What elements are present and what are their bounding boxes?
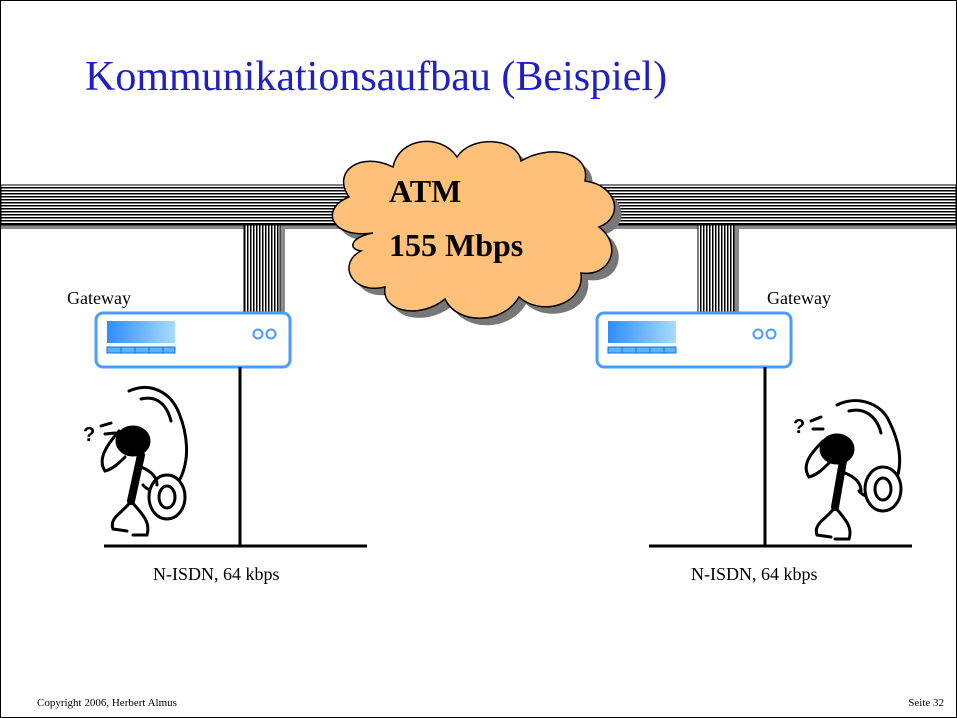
gateway-left-uplink bbox=[243, 224, 285, 319]
gateway-right-uplink bbox=[697, 224, 739, 319]
caller-left-icon: ? bbox=[83, 385, 189, 537]
isdn-right-link bbox=[649, 367, 912, 548]
gateway-left-label: Gateway bbox=[67, 288, 131, 308]
cloud-label-atm: ATM bbox=[389, 173, 462, 209]
isdn-left-link bbox=[104, 367, 367, 548]
network-right-label: N-ISDN, 64 kbps bbox=[691, 564, 818, 584]
svg-text:?: ? bbox=[793, 416, 805, 438]
gateway-right-label: Gateway bbox=[767, 288, 831, 308]
atm-cloud bbox=[331, 140, 622, 326]
svg-text:?: ? bbox=[83, 424, 95, 446]
gateway-left-device bbox=[94, 311, 292, 369]
network-left-label: N-ISDN, 64 kbps bbox=[153, 564, 280, 584]
cloud-label-speed: 155 Mbps bbox=[389, 227, 524, 263]
caller-right-icon: ? bbox=[793, 399, 903, 541]
footer-page-number: Seite 32 bbox=[908, 697, 944, 709]
gateway-right-device bbox=[595, 311, 793, 369]
footer-copyright: Copyright 2006, Herbert Almus bbox=[37, 697, 177, 709]
slide-title: Kommunikationsaufbau (Beispiel) bbox=[85, 54, 668, 100]
